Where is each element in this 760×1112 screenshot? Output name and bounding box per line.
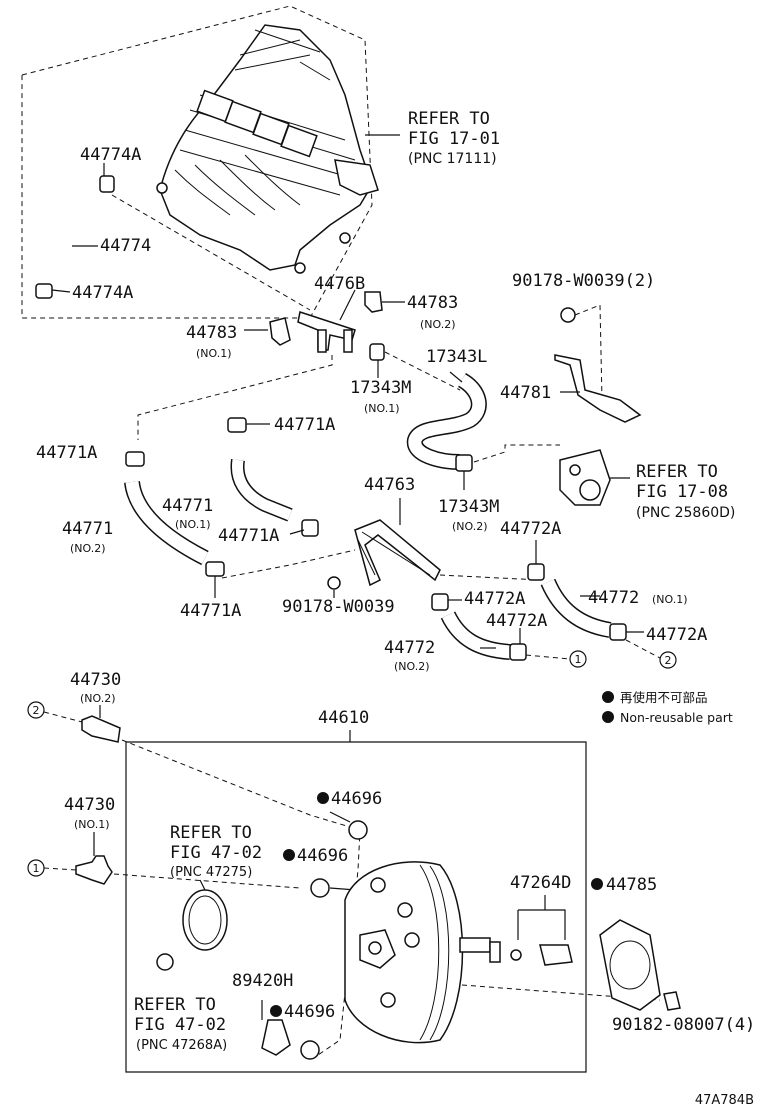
legend: 再使用不可部品 Non-reusable part	[602, 690, 733, 725]
refer-47-02-b-line2: FIG 47-02	[134, 1015, 226, 1035]
refer-47-02-a-line1: REFER TO	[170, 823, 252, 843]
label-44772-no1: 44772	[588, 588, 639, 608]
non-reusable-dot-44785	[591, 878, 603, 890]
non-reusable-dot-44696-c	[270, 1005, 282, 1017]
label-44783-no1: 44783	[186, 323, 237, 343]
label-44771-no1-sub: (NO.1)	[175, 518, 211, 531]
svg-text:2: 2	[665, 654, 672, 667]
ref-circle-1-top: 1	[569, 650, 587, 668]
figure-code: 47A784B	[695, 1093, 754, 1108]
label-44774: 44774	[100, 236, 151, 256]
ref-circle-2-left: 2	[27, 701, 45, 719]
vacuum-switching-valve	[559, 449, 630, 506]
label-17343M-no2: 17343M	[438, 497, 499, 517]
svg-text:1: 1	[33, 862, 40, 875]
pipe-44763	[327, 498, 541, 598]
ref-circle-2-top: 2	[659, 651, 677, 669]
hose-44774	[27, 163, 311, 311]
label-44771A-d: 44771A	[180, 601, 241, 621]
label-44771A-b: 44771A	[36, 443, 97, 463]
label-44772-no2: 44772	[384, 638, 435, 658]
booster-assembly-44610	[121, 730, 661, 1073]
hose-44771	[124, 451, 356, 598]
label-44730-no1-sub: (NO.1)	[74, 818, 110, 831]
intake-manifold	[21, 5, 400, 319]
label-89420H: 89420H	[232, 971, 293, 991]
refer-47-02-a-line2: FIG 47-02	[170, 843, 262, 863]
label-17343M-no1: 17343M	[350, 378, 411, 398]
label-44772-no2-sub: (NO.2)	[394, 660, 430, 673]
label-44610: 44610	[318, 708, 369, 728]
refer-47-02-a-line3: (PNC 47275)	[170, 865, 252, 880]
label-44781: 44781	[500, 383, 551, 403]
non-reusable-dot-44696-b	[283, 849, 295, 861]
refer-47-02-b-line1: REFER TO	[134, 995, 216, 1015]
label-44771A-a: 44771A	[274, 415, 335, 435]
label-44730-no1: 44730	[64, 795, 115, 815]
refer-17-08-line1: REFER TO	[636, 462, 718, 482]
label-44763: 44763	[364, 475, 415, 495]
label-4476B: 4476B	[314, 274, 365, 294]
label-44771-no2: 44771	[62, 519, 113, 539]
refer-17-01-line1: REFER TO	[408, 109, 490, 129]
label-44771-no2-sub: (NO.2)	[70, 542, 106, 555]
bracket-44781	[554, 304, 642, 423]
label-44730-no2-sub: (NO.2)	[80, 692, 116, 705]
svg-text:2: 2	[33, 704, 40, 717]
label-17343M-no2-sub: (NO.2)	[452, 520, 488, 533]
legend-text-en: Non-reusable part	[620, 710, 733, 725]
label-44774A-bottom: 44774A	[72, 283, 133, 303]
ref-circle-1-left: 1	[27, 859, 45, 877]
refer-17-08-line2: FIG 17-08	[636, 482, 728, 502]
label-44730-no2: 44730	[70, 670, 121, 690]
label-44696-b: 44696	[297, 846, 348, 866]
label-44772A-c: 44772A	[486, 611, 547, 631]
refer-17-01-line3: (PNC 17111)	[408, 151, 497, 167]
label-90178-top: 90178-W0039(2)	[512, 271, 655, 291]
label-44785: 44785	[606, 875, 657, 895]
label-17343L: 17343L	[426, 347, 487, 367]
fitting-44730	[43, 705, 301, 889]
label-44772A-d: 44772A	[646, 625, 707, 645]
label-44772-no1-sub: (NO.1)	[652, 593, 688, 606]
legend-text-jp: 再使用不可部品	[620, 690, 708, 705]
label-44774A-top: 44774A	[80, 145, 141, 165]
label-44696-c: 44696	[284, 1002, 335, 1022]
non-reusable-dot-44696-a	[317, 792, 329, 804]
svg-text:1: 1	[575, 653, 582, 666]
gasket-44785	[599, 919, 681, 1011]
label-44771-no1: 44771	[162, 496, 213, 516]
legend-dot-jp	[602, 691, 614, 703]
hose-44772	[431, 540, 661, 661]
part-labels: 44774A 44774 44774A REFER TO FIG 17-01 (…	[36, 109, 755, 1053]
label-90182: 90182-08007(4)	[612, 1015, 755, 1035]
label-44696-a: 44696	[331, 789, 382, 809]
label-44783-no2-sub: (NO.2)	[420, 318, 456, 331]
label-90178-mid: 90178-W0039	[282, 597, 395, 617]
refer-17-01-line2: FIG 17-01	[408, 129, 500, 149]
tee-joint	[137, 289, 461, 440]
label-44772A-b: 44772A	[464, 589, 525, 609]
label-44772A-a: 44772A	[500, 519, 561, 539]
label-47264D: 47264D	[510, 873, 571, 893]
refer-47-02-b-line3: (PNC 47268A)	[136, 1038, 227, 1053]
label-44783-no1-sub: (NO.1)	[196, 347, 232, 360]
label-44771A-c: 44771A	[218, 526, 279, 546]
refer-17-08-line3: (PNC 25860D)	[636, 505, 735, 521]
legend-dot-en	[602, 711, 614, 723]
label-44783-no2: 44783	[407, 293, 458, 313]
hose-17343L	[406, 371, 560, 490]
label-17343M-no1-sub: (NO.1)	[364, 402, 400, 415]
